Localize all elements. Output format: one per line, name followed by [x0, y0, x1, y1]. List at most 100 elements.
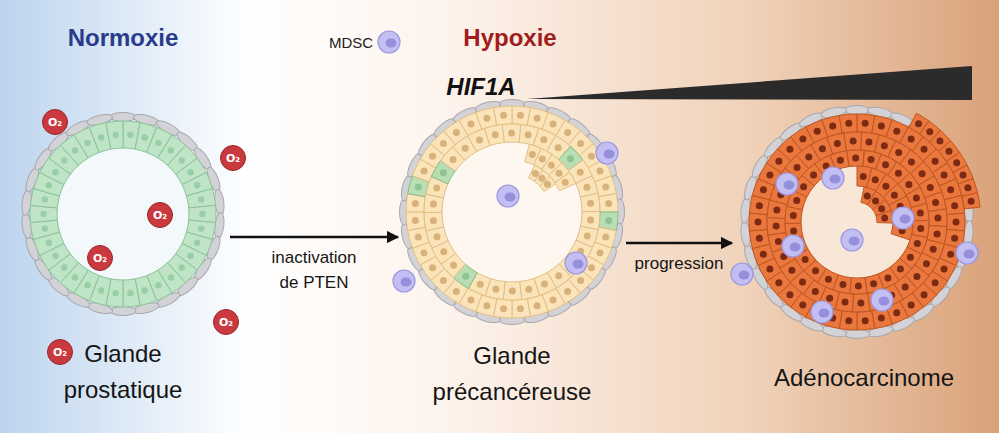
mdsc-cell: [596, 142, 618, 164]
mdsc-cell: [497, 185, 519, 207]
molecule-label: O₂: [93, 253, 107, 264]
cell-nucleus: [142, 287, 148, 293]
cell-nucleus: [932, 158, 939, 165]
cell-nucleus: [98, 287, 104, 293]
cell-nucleus: [927, 184, 934, 191]
cell-nucleus: [951, 202, 958, 209]
epithelial-cell: [106, 121, 123, 149]
epithelial-cell: [749, 229, 769, 248]
cell-nucleus: [549, 121, 556, 128]
epithelial-cell: [962, 193, 980, 209]
cell-nucleus: [562, 179, 569, 186]
cell-nucleus: [577, 277, 584, 284]
cell-nucleus: [440, 277, 447, 284]
cell-nucleus: [155, 282, 161, 288]
cell-nucleus: [440, 140, 447, 147]
cell-nucleus: [412, 217, 419, 224]
mdsc-cell: [892, 207, 914, 229]
cell-nucleus: [800, 183, 807, 190]
cell-nucleus: [584, 233, 591, 240]
stromal-cell: [110, 307, 136, 316]
cell-nucleus: [907, 254, 914, 261]
mdsc-cell: [776, 173, 798, 195]
mdsc-cell: [841, 229, 863, 251]
cell-nucleus: [799, 278, 806, 285]
epithelial-cell: [944, 195, 964, 214]
stromal-cell: [844, 330, 870, 339]
cell-nucleus: [860, 173, 867, 180]
cell-nucleus: [852, 155, 859, 162]
cell-nucleus: [799, 301, 806, 308]
stage-caption: Glande précancéreuse: [410, 338, 615, 410]
cell-nucleus: [187, 253, 193, 259]
cell-nucleus: [868, 156, 875, 163]
cell-nucleus: [548, 162, 555, 169]
gland-lumen: [442, 142, 582, 282]
cell-nucleus: [588, 153, 595, 160]
stromal-cell: [110, 113, 136, 122]
cell-nucleus: [544, 181, 551, 188]
cell-nucleus: [872, 176, 879, 183]
cell-nucleus: [884, 275, 891, 282]
cell-nucleus: [555, 144, 562, 151]
cell-nucleus: [540, 136, 547, 143]
cell-nucleus: [98, 134, 104, 140]
epithelial-cell: [847, 150, 864, 167]
cell-nucleus: [941, 266, 948, 273]
mdsc-nucleus: [505, 193, 516, 202]
cell-nucleus: [834, 140, 841, 147]
mdsc-cell: [565, 252, 587, 274]
cell-nucleus: [584, 184, 591, 191]
step-label: progression: [635, 251, 724, 276]
cell-nucleus: [596, 249, 603, 256]
mdsc-cells: [378, 31, 978, 323]
cell-nucleus: [881, 214, 888, 221]
cell-nucleus: [878, 123, 885, 130]
epithelial-cell: [876, 211, 893, 223]
cell-nucleus: [46, 182, 52, 188]
mdsc-nucleus: [386, 39, 397, 48]
cell-nucleus: [602, 234, 609, 241]
cell-nucleus: [913, 195, 920, 202]
cell-nucleus: [462, 145, 469, 152]
cell-nucleus: [947, 186, 954, 193]
cell-nucleus: [766, 171, 773, 178]
epithelial-cell: [580, 193, 600, 211]
cell-nucleus: [84, 140, 90, 146]
cell-nucleus: [756, 235, 763, 242]
epithelial-cell: [424, 212, 444, 230]
cell-nucleus: [440, 248, 447, 255]
cell-nucleus: [842, 299, 849, 306]
gradient-wedge: [527, 66, 972, 100]
cell-nucleus: [921, 291, 928, 298]
cell-nucleus: [429, 153, 436, 160]
cell-nucleus: [179, 264, 185, 270]
mdsc-cell: [822, 167, 844, 189]
oxygen-molecule: O₂: [87, 245, 113, 271]
cell-nucleus: [429, 264, 436, 271]
cell-nucleus: [968, 198, 975, 205]
cell-nucleus: [112, 290, 118, 296]
cell-nucleus: [433, 184, 440, 191]
cell-nucleus: [450, 262, 457, 269]
mdsc-nucleus: [900, 215, 911, 224]
gene-label: HIF1A: [446, 73, 515, 101]
cell-nucleus: [412, 200, 419, 207]
stage-caption: Adénocarcinome: [739, 360, 989, 396]
cell-nucleus: [556, 170, 563, 177]
cell-nucleus: [790, 212, 797, 219]
cell-nucleus: [799, 136, 806, 143]
cell-nucleus: [500, 112, 507, 119]
molecule-label: O₂: [153, 210, 167, 221]
cell-nucleus: [864, 192, 871, 199]
cell-nucleus: [825, 276, 832, 283]
cell-nucleus: [525, 131, 532, 138]
cell-nucleus: [483, 302, 490, 309]
precancer-gland-art: [399, 99, 624, 324]
cell-nucleus: [878, 314, 885, 321]
cell-nucleus: [415, 183, 422, 190]
cell-nucleus: [850, 138, 857, 145]
mdsc-cell: [956, 242, 978, 264]
cell-nucleus: [605, 200, 612, 207]
